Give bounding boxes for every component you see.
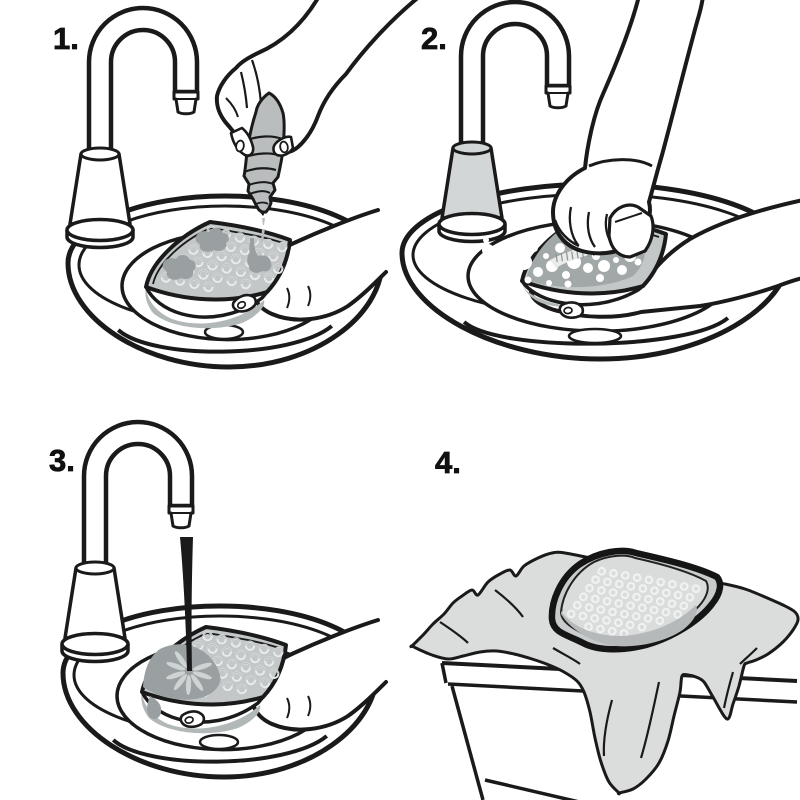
svg-text:1.: 1. bbox=[53, 21, 79, 56]
svg-text:2.: 2. bbox=[421, 21, 447, 56]
svg-text:3.: 3. bbox=[49, 443, 75, 478]
svg-text:4.: 4. bbox=[435, 445, 461, 480]
